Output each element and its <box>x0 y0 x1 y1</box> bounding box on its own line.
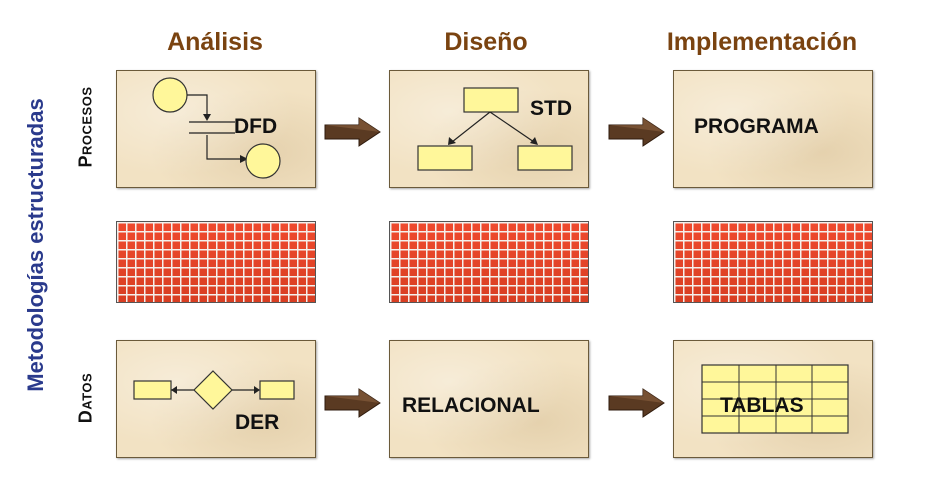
der-entity-right <box>259 380 295 400</box>
tablas-label: TABLAS <box>720 394 804 417</box>
std-edge-left <box>451 111 491 143</box>
arrow-icon <box>608 117 665 147</box>
der-edge-left-head <box>171 386 177 394</box>
side-title: Metodologías estructuradas <box>23 98 48 392</box>
std-diagram <box>417 87 573 171</box>
dfd-diagram <box>152 77 281 179</box>
dfd-flow-out <box>206 135 245 160</box>
arrow-icon <box>608 388 665 418</box>
der-label: DER <box>235 411 280 434</box>
panel-programa: PROGRAMA <box>673 70 873 188</box>
std-edge-left-head <box>448 137 456 145</box>
der-diagram <box>133 370 295 410</box>
row-label-datos: Datos <box>75 372 96 424</box>
der-relationship-diamond <box>193 370 233 410</box>
dfd-entity-circle <box>152 77 188 113</box>
dfd-label: DFD <box>234 115 278 138</box>
dfd-flow-out-head <box>240 155 248 163</box>
relacional-label: RELACIONAL <box>402 394 540 417</box>
programa-label: PROGRAMA <box>694 115 819 138</box>
brick-wall-implementacion <box>673 221 873 303</box>
arrow-icon <box>324 117 381 147</box>
panel-relacional: RELACIONAL <box>389 340 589 458</box>
column-title-diseno: Diseño <box>444 28 528 56</box>
column-title-analisis: Análisis <box>167 28 263 56</box>
panel-dfd: DFD <box>116 70 316 188</box>
der-edge-right-head <box>254 386 260 394</box>
panel-tablas: TABLAS <box>673 340 873 458</box>
brick-wall-analisis <box>116 221 316 303</box>
brick-wall-diseno <box>389 221 589 303</box>
std-right-box <box>517 145 573 171</box>
arrow-icon <box>324 388 381 418</box>
dfd-process-circle <box>245 143 281 179</box>
panel-der: DER <box>116 340 316 458</box>
dfd-flow-in <box>187 94 208 119</box>
column-title-implementacion: Implementación <box>666 28 858 56</box>
row-label-procesos: Procesos <box>75 86 96 168</box>
der-entity-left <box>133 380 172 400</box>
dfd-flow-in-head <box>203 114 211 121</box>
std-left-box <box>417 145 473 171</box>
panel-std: STD <box>389 70 589 188</box>
std-label: STD <box>530 97 572 120</box>
table-grid-icon <box>701 364 849 434</box>
std-top-box <box>463 87 519 113</box>
std-edge-right-head <box>530 137 538 145</box>
std-edge-right <box>489 111 535 143</box>
